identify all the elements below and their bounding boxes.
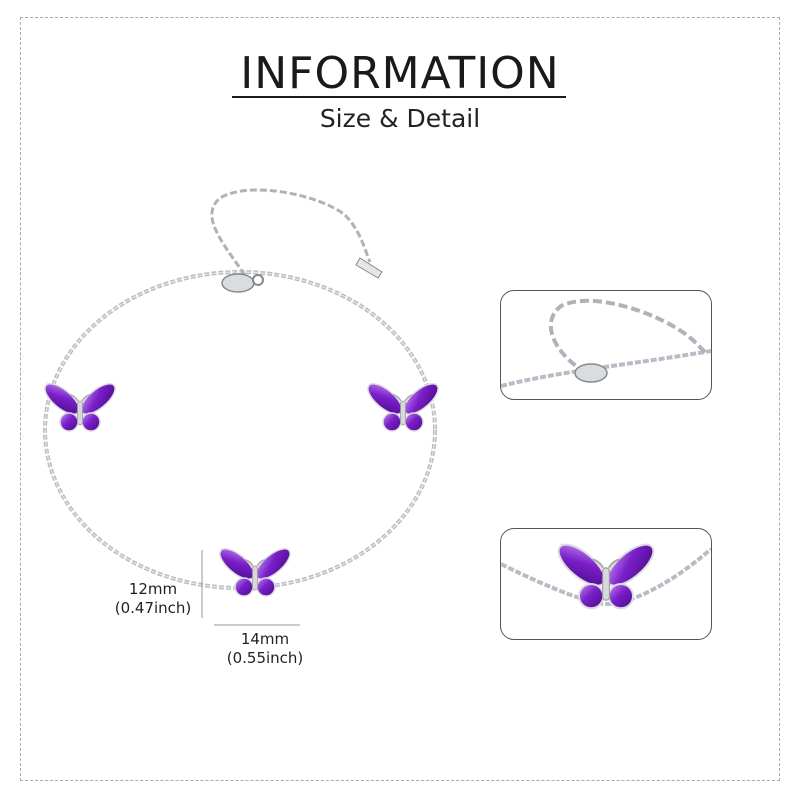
height-inch: (0.47inch) bbox=[114, 599, 192, 617]
detail-inset-butterfly bbox=[500, 528, 712, 640]
extension-chain bbox=[210, 188, 372, 276]
height-dimension-label: 12mm (0.47inch) bbox=[108, 580, 198, 618]
width-mm: 14mm bbox=[240, 630, 290, 648]
height-mm: 12mm bbox=[128, 580, 178, 598]
charm-tag bbox=[355, 257, 383, 279]
butterfly-charm-left bbox=[39, 377, 121, 432]
page-title: INFORMATION bbox=[240, 48, 560, 99]
page-subtitle: Size & Detail bbox=[319, 104, 481, 133]
detail-inset-clasp bbox=[500, 290, 712, 400]
lobster-clasp bbox=[221, 273, 264, 293]
width-dimension-label: 14mm (0.55inch) bbox=[215, 630, 315, 668]
dashed-frame bbox=[20, 17, 780, 781]
title-underline bbox=[232, 96, 566, 98]
width-inch: (0.55inch) bbox=[226, 649, 304, 667]
main-bracelet-chain bbox=[43, 270, 437, 590]
